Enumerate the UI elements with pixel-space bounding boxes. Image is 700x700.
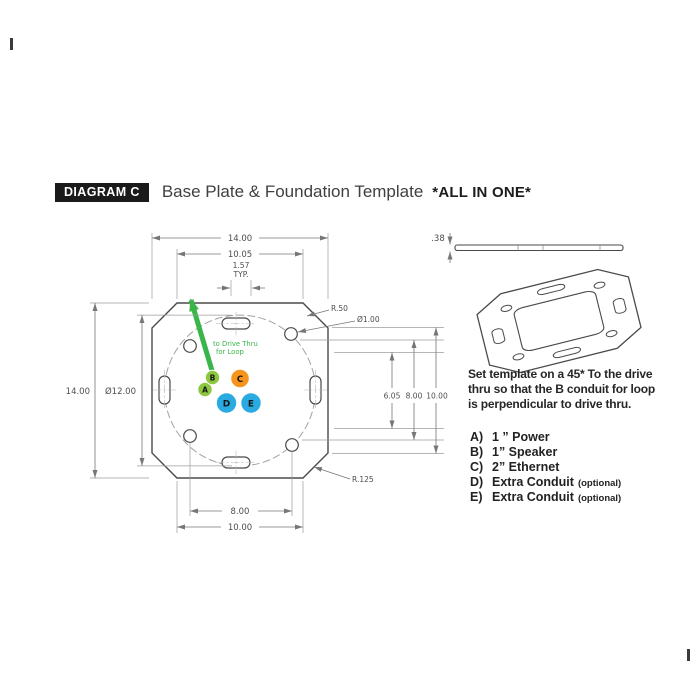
iso-slot (537, 283, 566, 295)
diagram-header: DIAGRAM C Base Plate & Foundation Templa… (55, 182, 531, 202)
dim-fillet: R.125 (352, 475, 374, 484)
legend-label: 2” Ethernet (492, 460, 560, 474)
instruction-note: Set template on a 45* To the drive thru … (468, 367, 655, 412)
note-line: thru so that the B conduit for loop (468, 382, 655, 396)
iso-bolt-hole (500, 304, 512, 312)
conduit-a (197, 381, 213, 398)
legend-item-e: E) Extra Conduit (optional) (470, 490, 621, 505)
conduit-e (240, 392, 262, 414)
legend-label: Extra Conduit (492, 490, 574, 504)
dimension-labels: 14.00 10.05 1.57 TYP. R.50 Ø1.00 14.00 Ø… (66, 234, 448, 533)
loop-direction-arrow (188, 298, 216, 375)
conduit-legend: A) 1 ” Power B) 1” Speaker C) 2” Etherne… (470, 430, 621, 505)
dim-thickness: .38 (431, 234, 445, 244)
dim-right-mid: 8.00 (406, 392, 423, 401)
dim-corner-radius: R.50 (331, 304, 348, 313)
legend-suffix: (optional) (577, 493, 622, 504)
all-in-one-label: *ALL IN ONE* (432, 183, 532, 201)
legend-key: D) (470, 475, 484, 489)
legend-key: A) (470, 430, 484, 444)
dim-bottom-outer: 10.00 (228, 523, 252, 533)
base-plate-plan-view (151, 302, 329, 479)
arrow-note-line1: to Drive Thru (213, 340, 258, 348)
dim-right-inner: 6.05 (384, 392, 401, 401)
legend-item-b: B) 1” Speaker (470, 445, 621, 460)
iso-center-opening (513, 290, 605, 353)
dim-typ-value: 1.57 (233, 261, 250, 270)
slot-centerlines (152, 311, 328, 475)
iso-slot (553, 346, 582, 358)
extension-lines (90, 233, 444, 533)
conduit-d (215, 392, 238, 414)
conduit-c (230, 368, 250, 389)
bolt-hole (284, 327, 298, 341)
conduit-e-label: E (248, 400, 254, 410)
iso-bolt-hole (594, 281, 606, 289)
crop-mark (687, 649, 690, 661)
dim-top-width: 14.00 (228, 234, 252, 244)
bolt-hole (183, 429, 197, 443)
legend-label: 1” Speaker (492, 445, 558, 459)
conduit-a-label: A (202, 385, 208, 394)
legend-label: 1 ” Power (492, 430, 550, 444)
conduit-c-label: C (237, 375, 243, 385)
plate-edge-view (454, 244, 624, 252)
legend-item-c: C) 2” Ethernet (470, 460, 621, 475)
arrow-note-line2: for Loop (216, 348, 244, 356)
conduit-b (204, 369, 221, 386)
legend-label: Extra Conduit (492, 475, 574, 489)
dim-inner-width: 10.05 (228, 250, 252, 260)
diagram-label-badge: DIAGRAM C (55, 182, 149, 202)
dim-typ-label: TYP. (233, 270, 249, 279)
bolt-hole (285, 438, 299, 452)
iso-slot (613, 297, 627, 314)
legend-key: B) (470, 445, 484, 459)
dim-circle-dia: Ø12.00 (105, 386, 136, 397)
iso-bolt-hole (512, 353, 524, 361)
dim-bottom-inner: 8.00 (231, 507, 250, 517)
legend-key: C) (470, 460, 484, 474)
legend-suffix: (optional) (577, 478, 622, 489)
note-line: is perpendicular to drive thru. (468, 397, 632, 411)
bolt-holes (183, 327, 299, 452)
iso-slot (491, 328, 505, 345)
legend-item-d: D) Extra Conduit (optional) (470, 475, 621, 490)
conduit-d-label: D (223, 400, 230, 410)
conduit-b-label: B (210, 373, 216, 382)
plate-isometric-view (474, 263, 645, 379)
legend-item-a: A) 1 ” Power (470, 430, 621, 445)
conduit-cluster: to Drive Thru for Loop A B C D E (188, 298, 262, 414)
iso-bolt-hole (606, 330, 618, 338)
dim-hole-dia: Ø1.00 (357, 315, 380, 324)
legend-key: E) (470, 490, 483, 504)
page-title: Base Plate & Foundation Template (161, 182, 424, 201)
dimension-lines (92, 233, 453, 530)
dim-right-outer: 10.00 (426, 392, 448, 401)
crop-mark (10, 38, 13, 50)
note-line: Set template on a 45* To the drive (468, 367, 653, 381)
dim-left-height: 14.00 (66, 387, 90, 397)
bolt-hole (183, 339, 197, 353)
